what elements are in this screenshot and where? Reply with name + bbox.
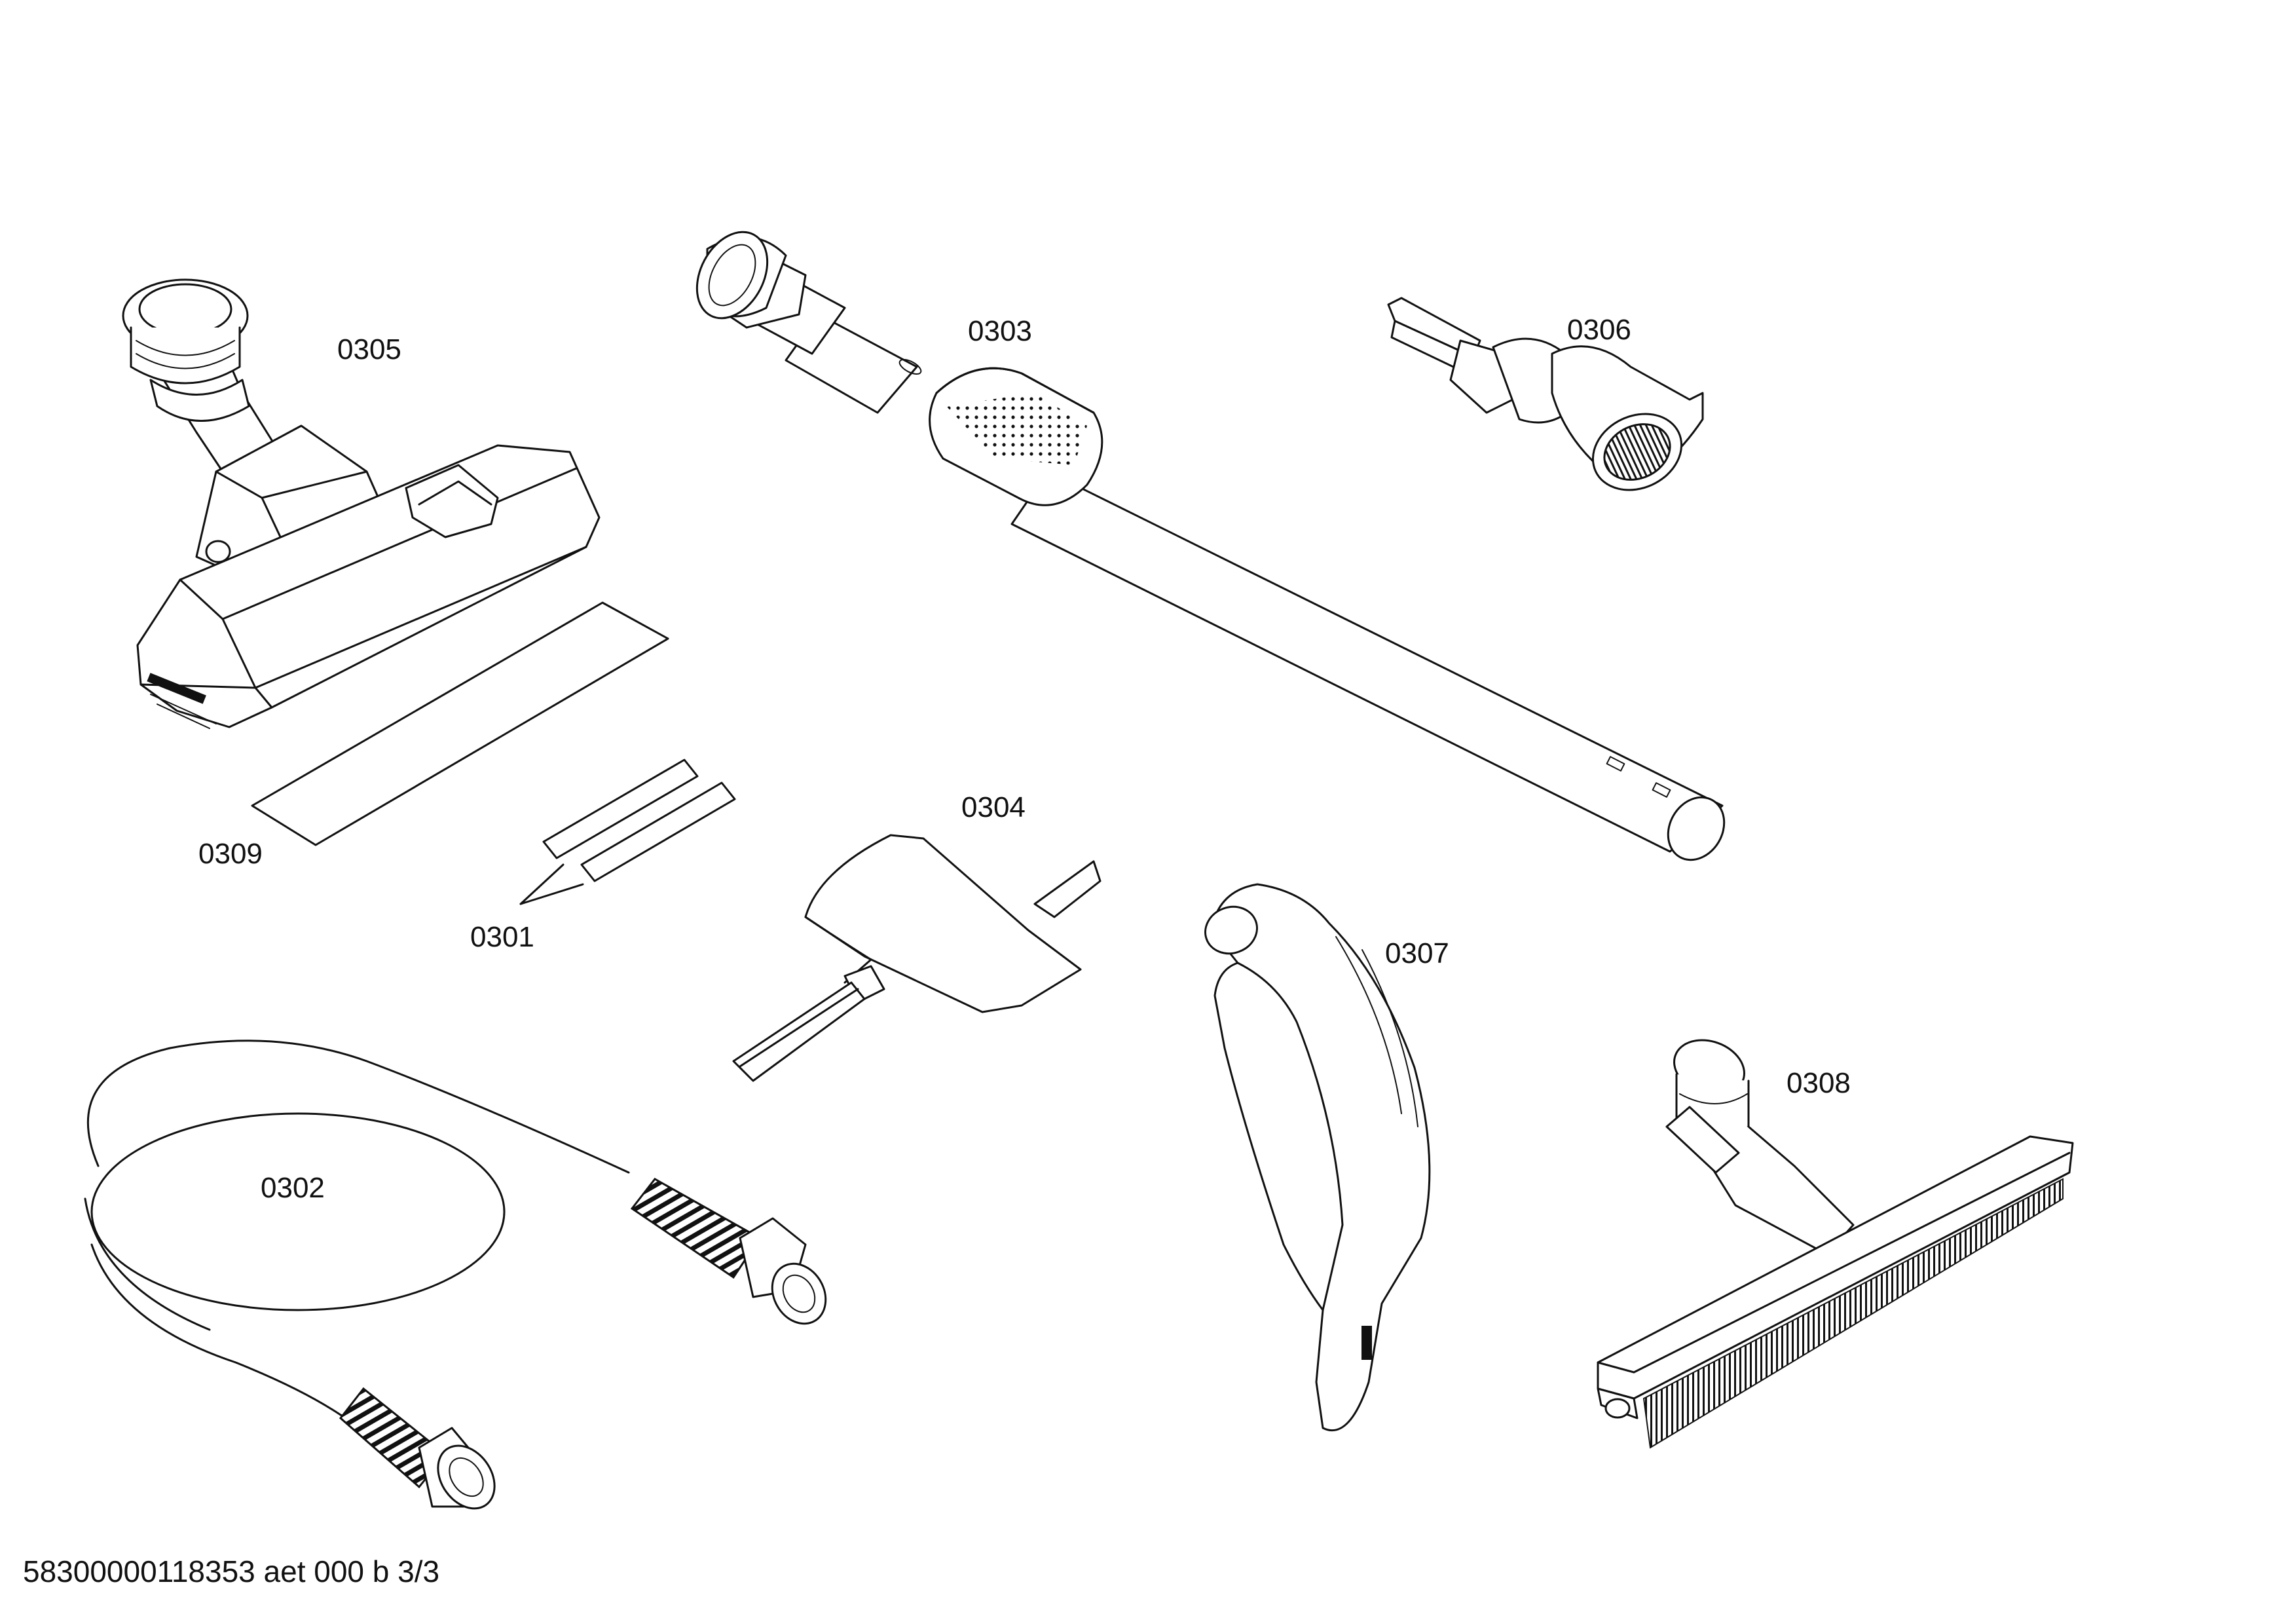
label-0302: 0302	[261, 1172, 325, 1204]
crevice-nozzle-0304	[732, 834, 1102, 1082]
label-0308: 0308	[1787, 1067, 1851, 1099]
label-0307: 0307	[1385, 937, 1449, 969]
telescopic-tube-0303	[695, 231, 1726, 861]
label-0305: 0305	[337, 333, 401, 366]
label-0301: 0301	[470, 921, 534, 953]
label-0304: 0304	[961, 791, 1026, 823]
upholstery-tool-0306	[1387, 297, 1704, 491]
strip-0309	[251, 601, 669, 846]
floor-nozzle-0305	[122, 278, 601, 729]
label-0309: 0309	[198, 838, 263, 870]
document-id: 58300000118353 aet 000 b 3/3	[23, 1554, 439, 1588]
strips-0301	[519, 759, 736, 905]
label-0303: 0303	[968, 315, 1032, 347]
handle-0307	[1204, 883, 1431, 1432]
label-0306: 0306	[1567, 314, 1631, 346]
parquet-brush-0308	[1597, 1039, 2074, 1449]
hose-0302	[84, 1040, 827, 1510]
